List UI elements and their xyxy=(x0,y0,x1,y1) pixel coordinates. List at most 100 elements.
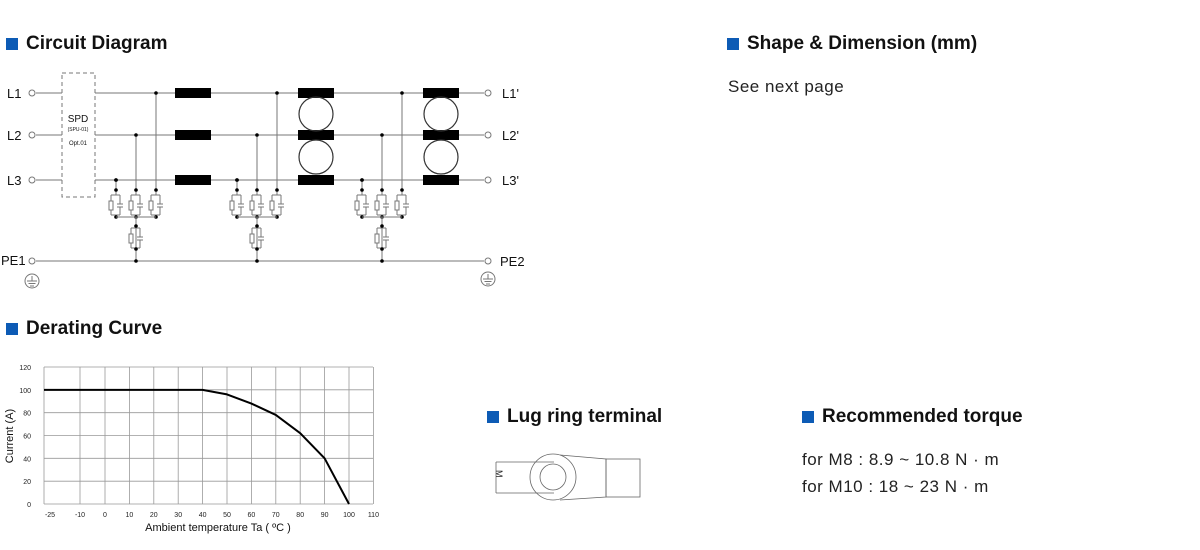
heading-lug-ring: Lug ring terminal xyxy=(487,406,662,428)
heading-torque: Recommended torque xyxy=(802,406,1023,428)
terminal-icon xyxy=(28,176,36,184)
x-tick-label: -10 xyxy=(75,512,85,519)
junction-dot xyxy=(134,259,138,263)
toroid-core-icon xyxy=(298,139,334,175)
x-axis-label: Ambient temperature Ta ( ºC ) xyxy=(145,522,291,534)
bullet-square-icon xyxy=(727,38,739,50)
y-tick-label: 40 xyxy=(23,456,31,463)
heading-text: Circuit Diagram xyxy=(26,33,168,54)
heading-text: Lug ring terminal xyxy=(507,406,663,427)
y-tick-label: 100 xyxy=(19,388,31,395)
torque-m10: for M10 : 18 ~ 23 N · m xyxy=(802,477,989,496)
junction-dot xyxy=(360,188,364,192)
capacitor-icon xyxy=(110,194,123,216)
terminal-icon xyxy=(28,257,36,265)
ground-icon xyxy=(24,273,40,289)
ground-icon xyxy=(480,271,496,287)
terminal-icon xyxy=(484,89,492,97)
resistor-icon xyxy=(249,233,255,244)
terminal-icon xyxy=(484,176,492,184)
capacitor-icon xyxy=(130,227,143,249)
x-tick-label: 30 xyxy=(174,512,182,519)
x-tick-label: 10 xyxy=(126,512,134,519)
heading-text: Shape & Dimension (mm) xyxy=(747,33,978,54)
junction-dot xyxy=(255,188,259,192)
junction-dot xyxy=(134,133,138,137)
x-tick-label: 110 xyxy=(368,512,379,519)
x-tick-label: 20 xyxy=(150,512,158,519)
bullet-square-icon xyxy=(802,411,814,423)
capacitor-icon xyxy=(396,194,409,216)
bullet-square-icon xyxy=(6,323,18,335)
resistor-icon xyxy=(374,233,380,244)
label-pe1: PE1 xyxy=(1,253,26,268)
circuit-diagram xyxy=(24,72,496,289)
junction-dot xyxy=(400,91,404,95)
junction-dot xyxy=(114,178,118,182)
junction-dot xyxy=(235,188,239,192)
label-l2-out: L2' xyxy=(502,128,519,143)
junction-dot xyxy=(154,91,158,95)
junction-dot xyxy=(380,133,384,137)
resistor-icon xyxy=(269,200,275,211)
capacitor-icon xyxy=(356,194,369,216)
resistor-icon xyxy=(128,200,134,211)
spd-box xyxy=(61,72,96,198)
junction-dot xyxy=(380,247,384,251)
x-tick-label: 70 xyxy=(272,512,280,519)
x-tick-label: 90 xyxy=(321,512,329,519)
label-l3: L3 xyxy=(7,173,21,188)
capacitor-icon xyxy=(130,194,143,216)
toroid-core-icon xyxy=(423,139,459,175)
terminal-icon xyxy=(484,257,492,265)
label-l1-out: L1' xyxy=(502,86,519,101)
resistor-icon xyxy=(108,200,114,211)
toroid-core-icon xyxy=(298,96,334,132)
terminal-icon xyxy=(28,131,36,139)
capacitor-icon xyxy=(376,194,389,216)
capacitor-icon xyxy=(376,227,389,249)
junction-dot xyxy=(255,247,259,251)
label-l3-out: L3' xyxy=(502,173,519,188)
choke-icon xyxy=(423,130,459,140)
y-tick-label: 80 xyxy=(23,411,31,418)
resistor-icon xyxy=(229,200,235,211)
resistor-icon xyxy=(249,200,255,211)
x-tick-label: 0 xyxy=(103,512,107,519)
choke-icon xyxy=(298,88,334,98)
y-tick-label: 0 xyxy=(27,502,31,509)
x-tick-label: 50 xyxy=(223,512,231,519)
junction-dot xyxy=(235,178,239,182)
junction-dot xyxy=(275,188,279,192)
toroid-core-icon xyxy=(423,96,459,132)
spd-label: SPD xyxy=(68,114,89,125)
junction-dot xyxy=(154,188,158,192)
x-tick-label: 80 xyxy=(296,512,304,519)
terminal-icon xyxy=(28,89,36,97)
spd-option: Opt.01 xyxy=(69,141,88,147)
capacitor-icon xyxy=(150,194,163,216)
label-l2: L2 xyxy=(7,128,21,143)
junction-dot xyxy=(255,224,259,228)
resistor-icon xyxy=(354,200,360,211)
heading-shape-dimension: Shape & Dimension (mm) xyxy=(727,33,977,55)
x-tick-label: 40 xyxy=(199,512,207,519)
label-l1: L1 xyxy=(7,86,21,101)
heading-derating-curve: Derating Curve xyxy=(6,318,162,340)
capacitor-icon xyxy=(251,194,264,216)
y-tick-label: 20 xyxy=(23,479,31,486)
junction-dot xyxy=(255,133,259,137)
junction-dot xyxy=(400,188,404,192)
x-tick-label: 60 xyxy=(248,512,256,519)
spd-model: (SPU-01) xyxy=(68,127,89,133)
junction-dot xyxy=(380,259,384,263)
junction-dot xyxy=(134,188,138,192)
heading-text: Recommended torque xyxy=(822,406,1023,427)
junction-dot xyxy=(134,224,138,228)
lug-dim-m: M xyxy=(494,470,504,478)
resistor-icon xyxy=(374,200,380,211)
choke-icon xyxy=(175,175,211,185)
junction-dot xyxy=(380,224,384,228)
